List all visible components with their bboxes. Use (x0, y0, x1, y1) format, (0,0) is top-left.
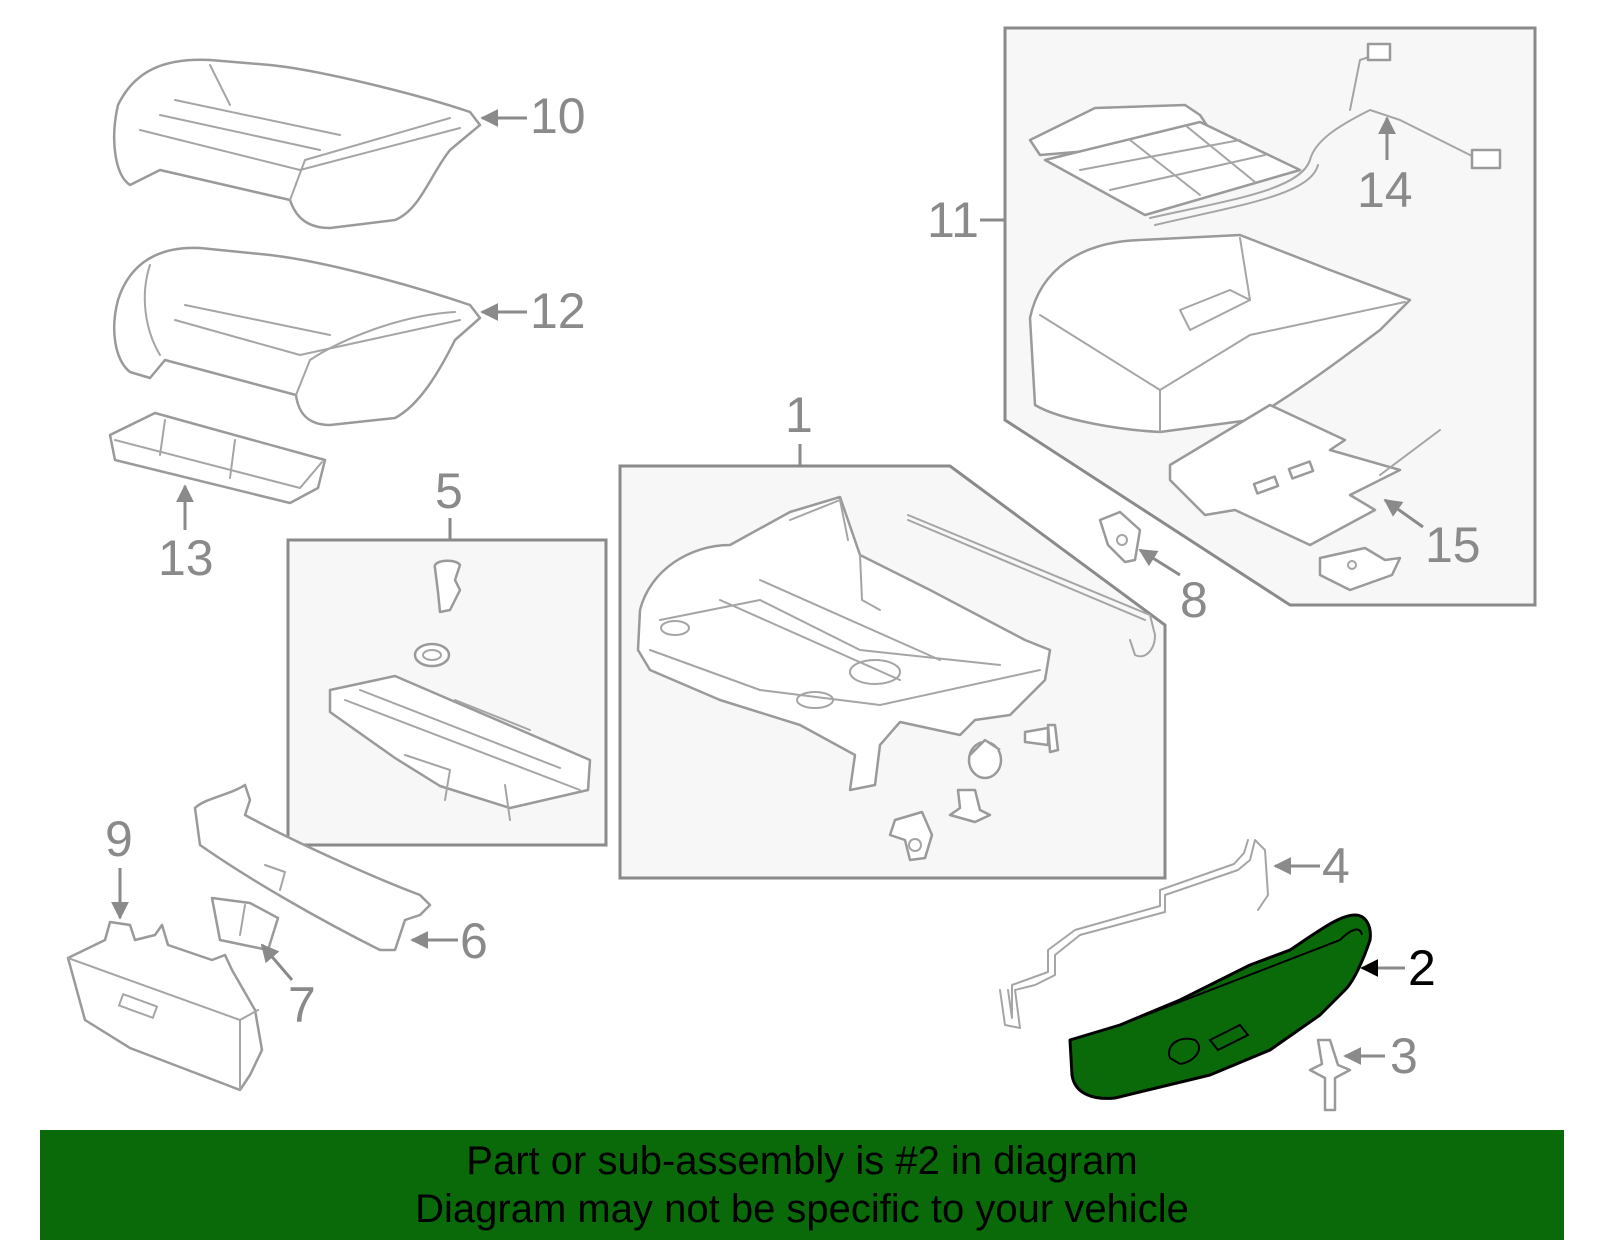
callout-13: 13 (158, 530, 214, 586)
bracket-part[interactable] (1318, 546, 1402, 592)
callout-3: 3 (1390, 1028, 1418, 1084)
leader-7 (260, 943, 294, 981)
push-pin-part-3[interactable] (1308, 1038, 1352, 1112)
leader-8 (1138, 548, 1181, 577)
callout-5: 5 (435, 463, 463, 519)
callout-8: 8 (1180, 572, 1208, 628)
grommet-part[interactable] (888, 810, 934, 862)
trim-panel-part-6[interactable] (193, 783, 432, 952)
track-part-5[interactable] (328, 559, 592, 821)
clip-part-8[interactable] (1098, 510, 1142, 564)
clip-part-7[interactable] (210, 896, 280, 952)
seat-frame-part-1[interactable] (636, 495, 1052, 792)
cushion-pad-part-12[interactable] (112, 246, 482, 427)
switch-bezel-part-9[interactable] (66, 920, 264, 1092)
callout-11: 11 (927, 192, 979, 248)
side-shield-switch-slot (1208, 1023, 1250, 1052)
bolster-part-13[interactable] (108, 411, 327, 505)
rod-part[interactable] (907, 514, 1156, 658)
info-banner: Part or sub-assembly is #2 in diagram Di… (40, 1130, 1564, 1240)
side-shield-edge (1119, 928, 1363, 1026)
heater-harness-part-14[interactable] (1028, 42, 1502, 226)
pin-part[interactable] (948, 788, 992, 824)
sensor-mat-part-15[interactable] (1168, 403, 1441, 547)
bolt-part[interactable] (1023, 723, 1060, 754)
side-shield-part-2[interactable] (1068, 913, 1372, 1100)
banner-line-part-number: Part or sub-assembly is #2 in diagram (466, 1139, 1138, 1183)
callout-7: 7 (288, 977, 316, 1033)
callout-1: 1 (785, 387, 813, 443)
cable-part-4[interactable] (999, 839, 1269, 1029)
callout-6: 6 (460, 913, 488, 969)
leader-15 (1383, 498, 1424, 529)
callout-15: 15 (1425, 517, 1481, 573)
cushion-foam-part-11[interactable] (1028, 233, 1412, 434)
callout-4: 4 (1322, 838, 1350, 894)
callout-10: 10 (530, 88, 586, 144)
seat-parts-diagram: 10 12 13 5 1 11 14 15 8 9 6 7 4 2 3 (66, 26, 1537, 1112)
callout-14: 14 (1357, 162, 1413, 218)
bushing-part[interactable] (967, 738, 1003, 780)
seat-cover-part-10[interactable] (112, 58, 482, 230)
banner-line-disclaimer: Diagram may not be specific to your vehi… (415, 1187, 1189, 1231)
callout-9: 9 (105, 811, 133, 867)
callout-12: 12 (530, 283, 586, 339)
side-shield-recess (1168, 1037, 1200, 1066)
callout-2: 2 (1408, 940, 1436, 996)
